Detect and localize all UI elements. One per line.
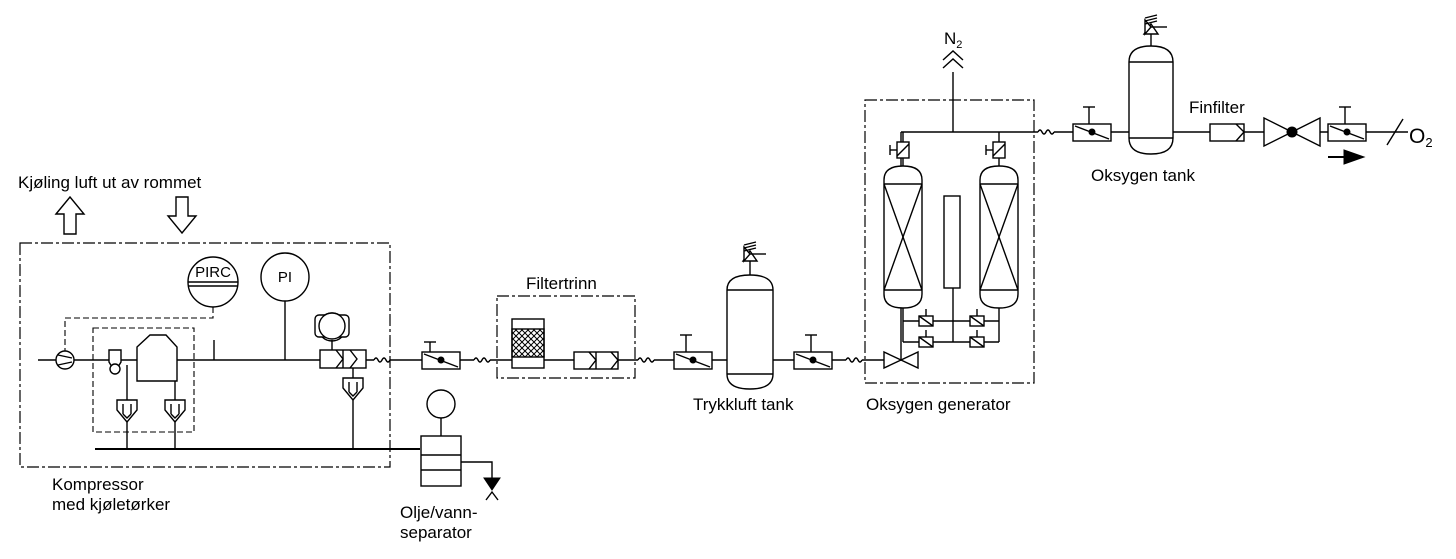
cooling-label: Kjøling luft ut av rommet: [18, 173, 202, 192]
pi-instrument: PI: [260, 252, 310, 360]
cyclone-separator: [314, 312, 367, 369]
pirc-instrument: PIRC: [187, 256, 239, 308]
oxygen-generator-label: Oksygen generator: [866, 395, 1011, 414]
compressor-label-line1: Kompressor: [52, 475, 144, 494]
regulating-valve-icon: [1263, 116, 1321, 148]
dryer-vessel-icon: [136, 334, 178, 382]
flex-hose-symbols: [373, 129, 1055, 363]
compressor-boundary: [19, 242, 391, 468]
oxygen-label: O2: [1409, 125, 1433, 150]
pirc-signal-line: [64, 307, 214, 351]
filter-stage-boundary: [496, 295, 636, 379]
separator-drain: [342, 368, 364, 449]
oxygen-generator-boundary: [864, 99, 1035, 384]
exhaust-silencer: [943, 195, 961, 289]
separator-label-line1: Olje/vann-: [400, 503, 477, 522]
psa-column-left: [883, 132, 923, 309]
flow-direction-arrow: [1328, 149, 1366, 165]
activated-carbon-filter: [511, 318, 545, 369]
pi-label: PI: [278, 269, 292, 286]
fine-filter: [1209, 123, 1245, 142]
compressor-icon: [55, 350, 75, 370]
ball-valve-2: [673, 334, 713, 370]
inlet-trap-icon: [108, 349, 122, 375]
pirc-label: PIRC: [195, 264, 231, 281]
column-check-valve-right: [985, 141, 1006, 159]
nitrogen-vent-icon: [942, 50, 964, 69]
compressed-air-tank: [726, 261, 774, 390]
fine-filter-label: Finfilter: [1189, 98, 1245, 117]
oxygen-tank: [1128, 34, 1174, 155]
valve-manifold: [902, 288, 1000, 348]
dryer-drain-2: [164, 381, 186, 449]
cooling-out-arrow: [54, 195, 86, 235]
oil-water-separator: [420, 389, 501, 501]
oxygen-outlet-mark: [1386, 118, 1404, 146]
cooling-in-arrow: [166, 196, 198, 235]
ball-valve-5: [1327, 106, 1367, 142]
ball-valve-4: [1072, 106, 1112, 142]
air-tank-label: Trykkluft tank: [693, 395, 794, 414]
oxygen-tank-label: Oksygen tank: [1091, 166, 1195, 185]
inlet-valve-icon: [883, 350, 919, 370]
psa-column-right: [979, 132, 1019, 309]
compressor-label-line2: med kjøletørker: [52, 495, 170, 514]
column-check-valve-left: [889, 141, 910, 159]
main-pipe: [38, 131, 1408, 361]
particle-filters: [573, 351, 619, 370]
oxygen-tank-safety-valve-icon: [1142, 14, 1167, 36]
air-tank-safety-valve-icon: [741, 241, 766, 263]
filter-stage-label: Filtertrinn: [526, 274, 597, 293]
dryer-drain-1: [116, 365, 138, 449]
ball-valve-3: [793, 334, 833, 370]
separator-label-line2: separator: [400, 523, 472, 542]
ball-valve-1: [421, 341, 461, 370]
dryer-boundary: [92, 327, 195, 433]
nitrogen-label: N2: [944, 29, 962, 51]
